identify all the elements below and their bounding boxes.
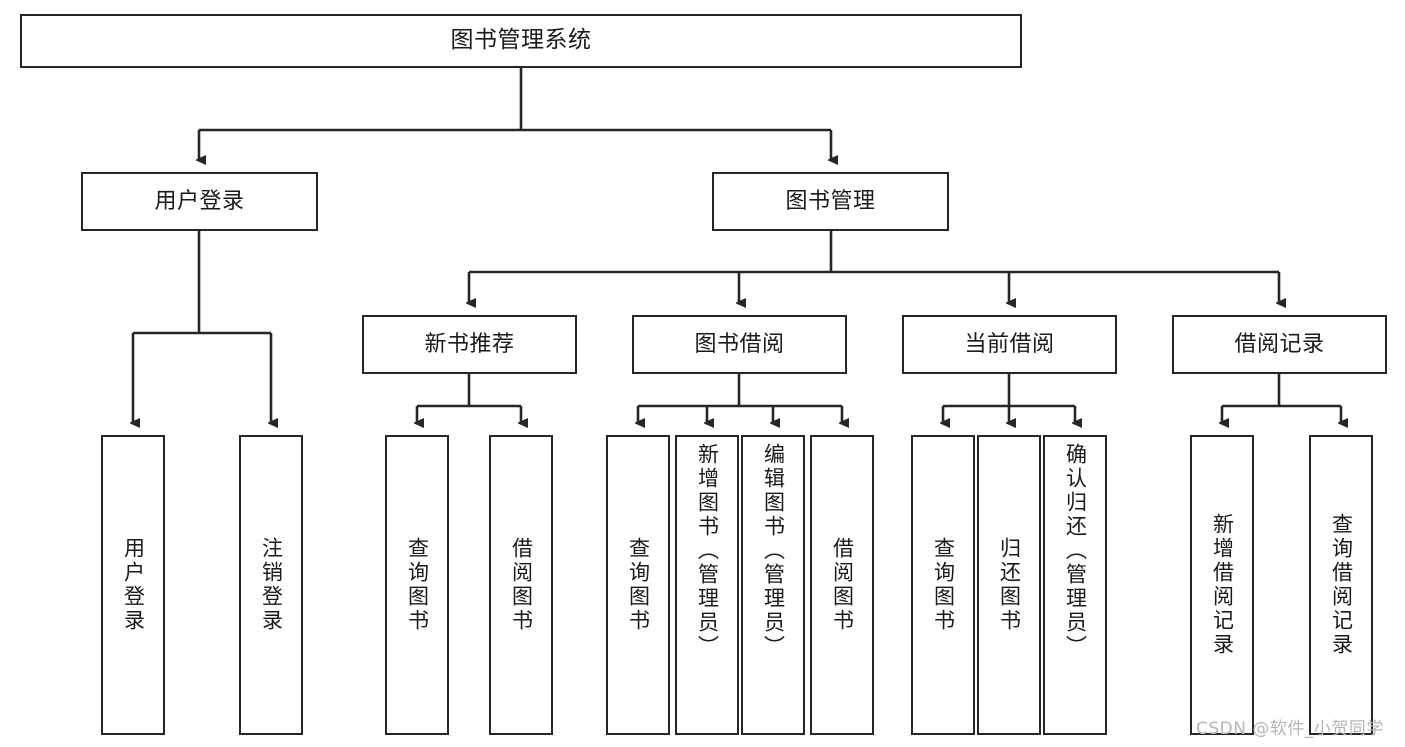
leaf-borrow-add-book-admin[interactable]: 新增图书（管理员）	[675, 435, 739, 735]
node-book-management[interactable]: 图书管理	[712, 172, 949, 231]
node-label: 新增图书（管理员）	[695, 443, 720, 659]
node-borrow-record[interactable]: 借阅记录	[1172, 315, 1387, 374]
leaf-record-add-record[interactable]: 新增借阅记录	[1190, 435, 1254, 735]
leaf-borrow-borrow-book[interactable]: 借阅图书	[810, 435, 874, 735]
node-label: 新增借阅记录	[1210, 513, 1235, 657]
node-label: 查询图书	[626, 537, 651, 633]
csdn-watermark: CSDN @软件_小贺同学	[1196, 719, 1384, 739]
node-label: 图书管理	[785, 188, 876, 214]
node-label: 确认归还（管理员）	[1063, 443, 1088, 659]
node-label: 编辑图书（管理员）	[761, 443, 786, 659]
node-label: 注销登录	[259, 537, 284, 633]
node-label: 借阅图书	[509, 537, 534, 633]
leaf-new-book-borrow[interactable]: 借阅图书	[489, 435, 553, 735]
leaf-current-return-book[interactable]: 归还图书	[977, 435, 1041, 735]
node-label: 归还图书	[997, 537, 1022, 633]
node-label: 查询图书	[931, 537, 956, 633]
leaf-borrow-edit-book-admin[interactable]: 编辑图书（管理员）	[741, 435, 805, 735]
leaf-borrow-query-book[interactable]: 查询图书	[606, 435, 670, 735]
leaf-current-confirm-return-admin[interactable]: 确认归还（管理员）	[1043, 435, 1107, 735]
node-label: 查询借阅记录	[1329, 513, 1354, 657]
node-label: 当前借阅	[964, 331, 1055, 357]
node-label: 新书推荐	[424, 331, 515, 357]
node-label: 借阅记录	[1234, 331, 1325, 357]
node-label: 用户登录	[121, 537, 146, 633]
node-label: 借阅图书	[830, 537, 855, 633]
leaf-record-query-record[interactable]: 查询借阅记录	[1309, 435, 1373, 735]
node-root-system[interactable]: 图书管理系统	[20, 14, 1022, 68]
node-book-borrow[interactable]: 图书借阅	[632, 315, 847, 374]
node-label: 图书管理系统	[450, 27, 592, 54]
leaf-new-book-query[interactable]: 查询图书	[385, 435, 449, 735]
node-new-book-recommend[interactable]: 新书推荐	[362, 315, 577, 374]
leaf-current-query-book[interactable]: 查询图书	[911, 435, 975, 735]
node-label: 用户登录	[154, 188, 245, 214]
node-label: 图书借阅	[694, 331, 785, 357]
node-current-borrow[interactable]: 当前借阅	[902, 315, 1117, 374]
leaf-user-login-login[interactable]: 用户登录	[101, 435, 165, 735]
node-user-login[interactable]: 用户登录	[81, 172, 318, 231]
leaf-user-login-logout[interactable]: 注销登录	[239, 435, 303, 735]
node-label: 查询图书	[405, 537, 430, 633]
